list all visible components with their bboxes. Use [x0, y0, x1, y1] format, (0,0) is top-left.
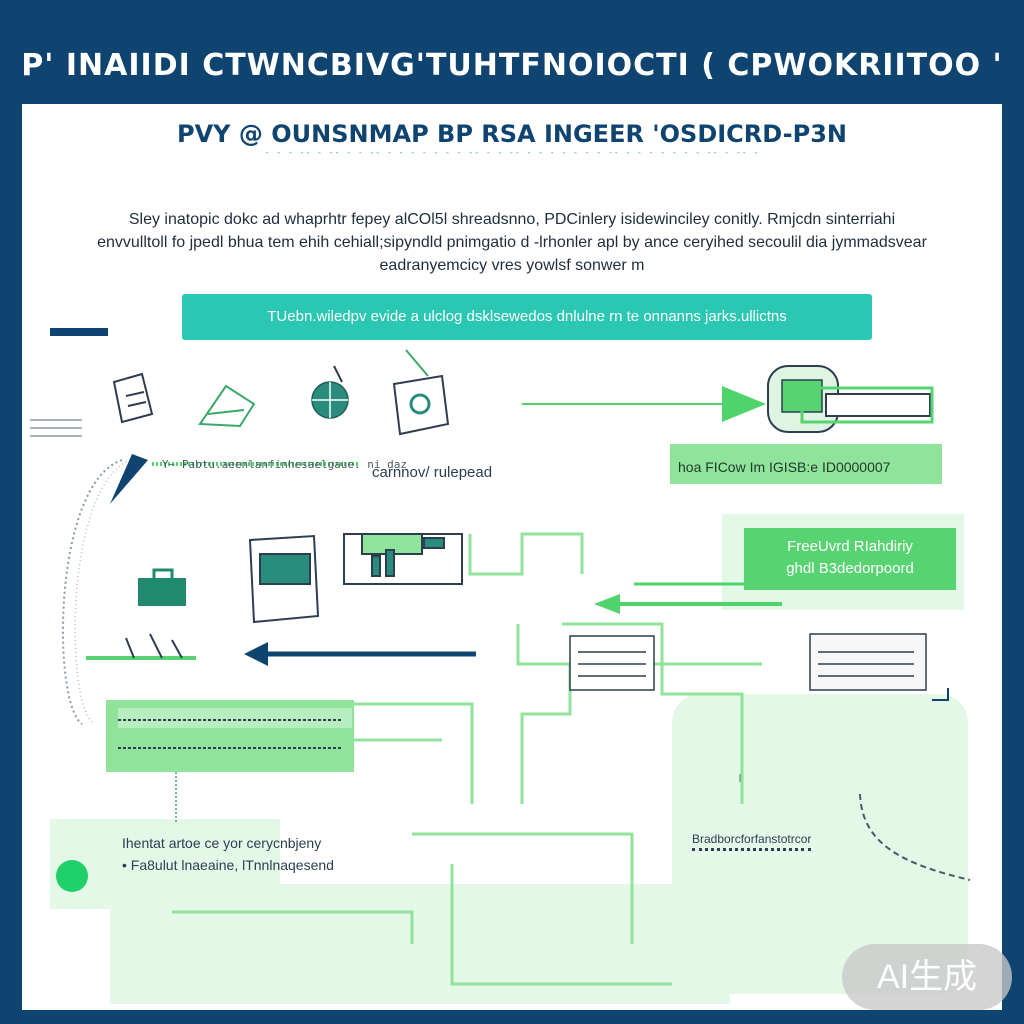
ai-generated-badge: AI生成 — [842, 944, 1012, 1010]
green-box-right: FreeUvrd RIahdiriy ghdl B3dedorpoord — [744, 528, 956, 590]
label-bottom-left-line1: Ihentat artoe ce yor cerycnbjeny — [122, 835, 322, 851]
chart-document-icon — [343, 533, 463, 585]
arrow-head-laptop — [722, 386, 766, 422]
diagram-subnote: - - - -- - -- - - -- - - - - - - - -- - … — [264, 148, 760, 157]
return-curve-inner — [74, 459, 131, 723]
label-bottom-right: Bradborcforfanstotrcor — [692, 832, 812, 851]
teal-banner: TUebn.wiledpv evide a ulclog dsklsewedos… — [182, 294, 872, 340]
laptop-icon — [767, 365, 934, 433]
green-box-right-line2: ghdl B3dedorpoord — [786, 560, 914, 577]
diagram-panel: PVY @ OUNSNMAP BP RSA INGEER 'OSDICRD-P3… — [22, 104, 1002, 1010]
label-box-hatched-inner — [118, 708, 352, 728]
label-middle-left: carnnov/ rulepead — [372, 464, 493, 481]
ticker-text-left: Y~ Pabtu.aeenlanfinhesaelgaue. ni daz — [162, 458, 408, 471]
briefcase-icon — [138, 568, 186, 606]
green-arrow-head — [594, 594, 620, 614]
people-icon — [86, 633, 196, 660]
globe-icon — [311, 365, 349, 419]
hand-icon — [198, 384, 256, 428]
green-box-right-line1: FreeUvrd RIahdiriy — [787, 538, 913, 555]
dashed-curve-right — [859, 793, 971, 881]
intro-paragraph: Sley inatopic dokc ad whaprhtr fepey alC… — [97, 211, 927, 274]
window-icon — [809, 633, 949, 701]
label-top-right: hoa FICow Im IGISB:e ID0000007 — [672, 456, 940, 478]
shield-icon — [392, 349, 450, 436]
diagram-subtitle: PVY @ OUNSNMAP BP RSA INGEER 'OSDICRD-P3… — [177, 120, 847, 148]
curve-arrow-head — [110, 454, 148, 504]
label-bottom-left-line2: • Fa8ulut lnaeaine, lTnnlnaqesend — [122, 857, 334, 873]
label-bottom-left: Ihentat artoe ce yor cerycnbjeny • Fa8ul… — [122, 832, 334, 876]
navy-arrow-head — [244, 642, 268, 666]
document-center-icon — [569, 635, 655, 691]
green-dot-marker — [56, 860, 88, 892]
document-icon — [112, 372, 154, 424]
navy-bar — [50, 328, 108, 336]
page-title: P' INAIIDI CTWNCBIVG'TUHTFNOIOCTI ( CPWO… — [21, 48, 1003, 83]
return-curve — [62, 459, 123, 725]
card-icon — [248, 534, 320, 624]
